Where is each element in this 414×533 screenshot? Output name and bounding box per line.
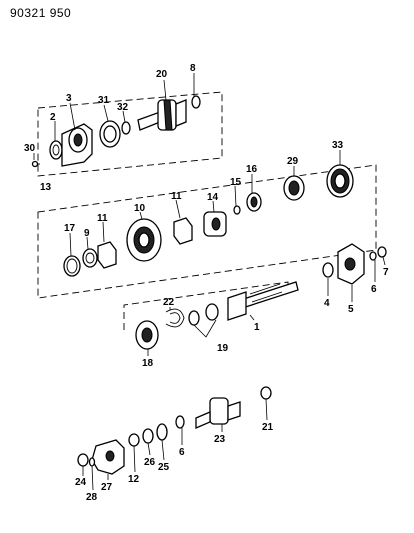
part-25-seal <box>156 423 168 441</box>
callout-5: 5 <box>348 304 354 315</box>
callout-6-lower: 6 <box>179 447 185 458</box>
part-30-pin <box>31 160 40 168</box>
callout-24: 24 <box>75 477 87 488</box>
callout-9: 9 <box>84 228 90 239</box>
part-19-bushings <box>188 303 219 326</box>
part-28-washer <box>88 457 96 467</box>
part-26-ring <box>142 428 154 444</box>
group-frame-middle <box>37 164 377 299</box>
part-29-hub <box>283 175 305 201</box>
part-11-plate-lower <box>97 241 117 269</box>
callout-7: 7 <box>383 267 389 278</box>
group-frame-lower <box>123 281 289 330</box>
document-number: 90321 950 <box>10 6 72 20</box>
callout-16: 16 <box>246 164 258 175</box>
callout-14: 14 <box>207 192 219 203</box>
part-2-seal <box>49 140 63 160</box>
callout-27: 27 <box>101 482 113 493</box>
callout-6-upper: 6 <box>371 284 377 295</box>
callout-31: 31 <box>98 95 110 106</box>
callout-21: 21 <box>262 422 274 433</box>
part-5-retainer <box>337 243 365 285</box>
callout-17: 17 <box>64 223 76 234</box>
part-21-bearing <box>260 386 272 400</box>
part-3-retainer <box>61 123 93 167</box>
part-23-output-shaft <box>195 397 241 429</box>
part-6-washer-upper <box>369 251 377 261</box>
callout-18: 18 <box>142 358 154 369</box>
part-17-ring <box>63 255 81 277</box>
callout-19: 19 <box>217 343 229 354</box>
part-32-snap-ring <box>121 121 131 135</box>
callout-11-lower: 11 <box>97 213 108 224</box>
part-16-washer <box>246 192 262 212</box>
callout-labels: 1 2 3 4 5 6 6 7 8 9 10 11 11 12 13 14 15… <box>24 63 389 503</box>
callout-11-upper: 11 <box>171 191 182 202</box>
callout-28: 28 <box>86 492 98 503</box>
part-15-ring <box>233 205 241 215</box>
callout-20: 20 <box>156 69 168 80</box>
callout-2: 2 <box>50 112 56 123</box>
callout-32: 32 <box>117 102 129 113</box>
callout-13: 13 <box>40 182 52 193</box>
callout-10: 10 <box>134 203 146 214</box>
part-12-washer <box>128 433 140 447</box>
callout-30: 30 <box>24 143 36 154</box>
part-31-bearing <box>99 120 121 148</box>
leader-lines <box>33 73 386 491</box>
callout-26: 26 <box>144 457 156 468</box>
callout-22: 22 <box>163 297 175 308</box>
part-10-planetary <box>126 218 162 262</box>
callout-25: 25 <box>158 462 170 473</box>
callout-33: 33 <box>332 140 344 151</box>
callout-1: 1 <box>254 322 260 333</box>
group-frame-upper <box>37 91 223 177</box>
part-33-sleeve <box>326 164 354 198</box>
part-8-bearing <box>191 95 201 109</box>
part-11-plate-upper <box>173 217 193 245</box>
callout-4: 4 <box>324 298 330 309</box>
part-1-mainshaft <box>227 281 299 321</box>
callout-29: 29 <box>287 156 299 167</box>
callout-15: 15 <box>230 177 242 188</box>
part-20-input-shaft <box>137 99 187 131</box>
part-7-nut <box>377 246 387 258</box>
part-18-sprocket <box>135 320 159 350</box>
part-4-ring <box>322 262 334 278</box>
callout-8: 8 <box>190 63 196 74</box>
callout-12: 12 <box>128 474 140 485</box>
callout-23: 23 <box>214 434 226 445</box>
callout-3: 3 <box>66 93 72 104</box>
part-24-nut <box>77 453 89 467</box>
part-27-yoke <box>91 439 125 475</box>
part-22-chain <box>165 308 185 328</box>
part-6-washer-lower <box>175 415 185 429</box>
part-14-gear <box>203 211 227 237</box>
part-9-washer <box>82 248 98 268</box>
